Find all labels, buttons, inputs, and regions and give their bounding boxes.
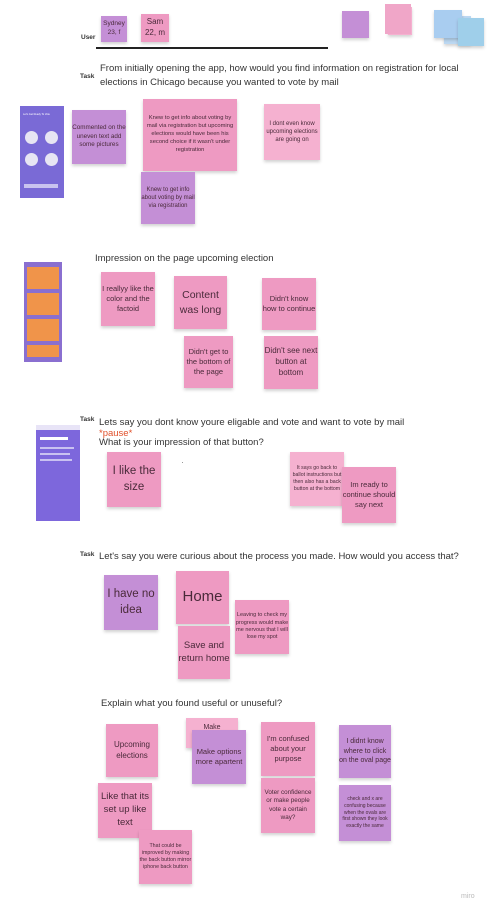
palette-purple-sticky[interactable]	[342, 11, 369, 38]
sticky-note[interactable]: Im ready to continue should say next	[342, 467, 396, 523]
option-circle	[25, 153, 38, 166]
question-text: Let's say you were curious about the pro…	[99, 551, 459, 562]
task-label: Task	[80, 551, 95, 558]
sticky-note[interactable]: Didn't see next button at bottom	[264, 336, 318, 389]
content-card	[27, 319, 59, 341]
sticky-note[interactable]: I have no idea	[104, 575, 158, 630]
sticky-note[interactable]: Like that its set up like text	[98, 783, 152, 838]
user-name: Sydney	[103, 20, 125, 28]
option-circle	[45, 153, 58, 166]
palette-blue-sticky[interactable]	[434, 10, 462, 38]
palette-pink-sticky-stack	[385, 4, 411, 34]
question-text: Impression on the page upcoming election	[95, 253, 274, 264]
user-name: Sam	[146, 17, 164, 27]
screenshot-thumbnail[interactable]: Let's Get Ready To Vote	[20, 106, 64, 198]
task-label: Task	[80, 73, 95, 80]
option-circle	[45, 131, 58, 144]
sticky-note[interactable]: I like the size	[107, 452, 161, 507]
question-text: From initially opening the app, how woul…	[100, 63, 459, 88]
sticky-note[interactable]: I didnt know where to click on the oval …	[339, 725, 391, 778]
thumbnail-title: Let's Get Ready To Vote	[23, 113, 50, 116]
sticky-note[interactable]: I reallyy like the color and the factoid	[101, 272, 155, 326]
thumbnail-footer	[24, 184, 58, 188]
content-card	[27, 267, 59, 289]
sticky-note[interactable]: I dont even know upcoming elections are …	[264, 104, 320, 160]
text-line	[40, 453, 70, 455]
sticky-note[interactable]: Voter confidence or make people vote a c…	[261, 778, 315, 833]
content-card	[27, 345, 59, 357]
miro-watermark: miro	[461, 893, 475, 900]
user-age: 22, m	[144, 28, 165, 37]
sticky-note[interactable]: That could be improved by making the bac…	[139, 830, 192, 884]
user-age: 23, f	[107, 29, 121, 36]
sticky-note[interactable]: Content was long	[174, 276, 227, 329]
sticky-note[interactable]: check and x are confusing because when t…	[339, 785, 391, 841]
palette-teal-sticky[interactable]	[458, 18, 484, 46]
sticky-note[interactable]: Commented on the uneven text add some pi…	[72, 110, 126, 164]
text-line	[40, 459, 72, 461]
sticky-note[interactable]: Upcoming elections	[106, 724, 158, 777]
sticky-note[interactable]: Didn't get to the bottom of the page	[184, 336, 233, 388]
content-card	[27, 293, 59, 315]
sticky-note[interactable]: Knew to get info about voting by mail vi…	[143, 99, 237, 171]
task-label: Task	[80, 416, 95, 423]
sticky-note[interactable]: Didn't know how to continue	[262, 278, 316, 330]
question-text: Lets say you dont know youre eligable an…	[99, 417, 405, 428]
screenshot-thumbnail[interactable]	[24, 262, 62, 362]
page-header	[36, 425, 80, 430]
page-title-bar	[40, 437, 68, 440]
sticky-user-sam[interactable]: Sam 22, m	[141, 14, 169, 42]
sticky-note[interactable]: Knew to get info about voting by mail vi…	[141, 172, 195, 224]
divider-line	[96, 47, 328, 49]
sticky-note[interactable]: I'm confused about your purpose	[261, 722, 315, 776]
pause-label: *pause*	[99, 428, 133, 439]
text-line	[40, 447, 74, 449]
option-circle	[25, 131, 38, 144]
sticky-user-sydney[interactable]: Sydney 23, f	[101, 16, 127, 42]
sticky-note[interactable]: Make options more apartent	[192, 730, 246, 784]
sticky-note[interactable]: Leaving to check my progress would make …	[235, 600, 289, 654]
sticky-note[interactable]: It says go back to ballot instructions b…	[290, 452, 344, 506]
screenshot-thumbnail[interactable]	[36, 425, 80, 521]
question-text: Explain what you found useful or unusefu…	[101, 698, 283, 709]
sticky-note[interactable]: Save and return home	[178, 626, 230, 679]
sticky-note[interactable]: Home	[176, 571, 229, 624]
dot	[182, 462, 183, 463]
question-text-2: What is your impression of that button?	[99, 437, 264, 448]
user-label: User	[81, 34, 96, 41]
